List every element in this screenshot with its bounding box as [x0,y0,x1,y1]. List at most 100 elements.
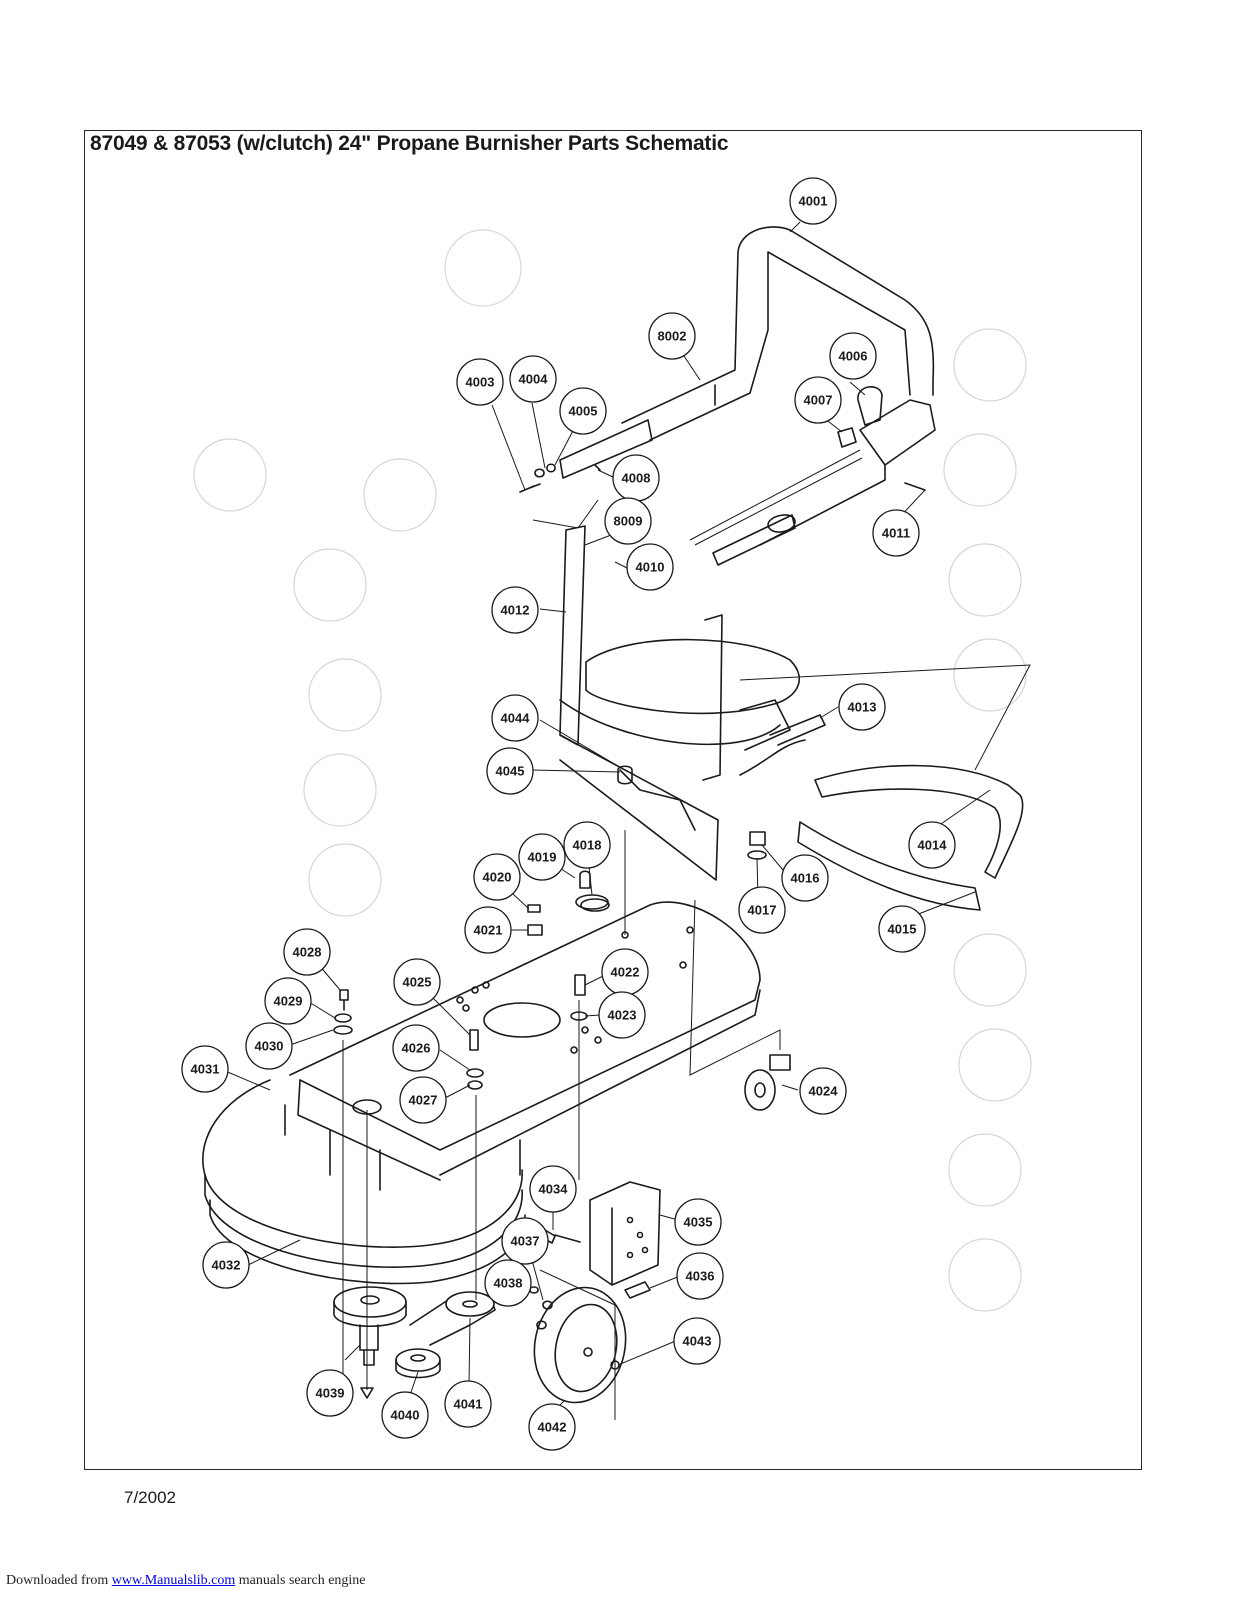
svg-text:4034: 4034 [539,1182,569,1197]
drive-components [333,1181,661,1420]
svg-text:8002: 8002 [658,329,687,344]
svg-text:4024: 4024 [809,1084,839,1099]
callout-4036: 4036 [676,1252,724,1300]
svg-text:4023: 4023 [608,1008,637,1023]
download-footer: Downloaded from www.Manualslib.com manua… [6,1573,366,1589]
callout-bubbles: 4001 8002 4003 4004 4005 4006 4007 4008 … [181,177,956,1451]
bumper-bands [797,764,1024,911]
callout-4010: 4010 [626,543,674,591]
callout-4016: 4016 [781,854,829,902]
callout-4015: 4015 [878,905,926,953]
svg-text:4043: 4043 [683,1334,712,1349]
callout-4013: 4013 [838,683,886,731]
callout-4039: 4039 [306,1369,354,1417]
page-title: 87049 & 87053 (w/clutch) 24" Propane Bur… [90,132,729,155]
svg-text:4040: 4040 [391,1408,420,1423]
svg-text:4039: 4039 [316,1386,345,1401]
svg-text:4030: 4030 [255,1039,284,1054]
callout-4023: 4023 [598,991,646,1039]
callout-4021: 4021 [464,906,512,954]
svg-text:4011: 4011 [882,526,910,541]
svg-text:4022: 4022 [611,965,640,980]
svg-text:4042: 4042 [538,1420,567,1435]
callout-4027: 4027 [399,1076,447,1124]
svg-text:4014: 4014 [918,838,948,853]
svg-text:4005: 4005 [569,404,598,419]
svg-text:4015: 4015 [888,922,917,937]
callout-4031: 4031 [181,1045,229,1093]
svg-text:4018: 4018 [573,838,602,853]
svg-text:4007: 4007 [804,393,833,408]
footer-suffix: manuals search engine [235,1573,366,1588]
svg-text:4019: 4019 [528,850,557,865]
callout-4028: 4028 [283,928,331,976]
svg-text:4025: 4025 [403,975,432,990]
callout-4029: 4029 [264,977,312,1025]
callout-8002: 8002 [648,312,696,360]
svg-text:4041: 4041 [454,1397,483,1412]
callout-4018: 4018 [563,821,611,869]
svg-text:8009: 8009 [614,514,643,529]
bleed-through [193,229,1032,1312]
callout-4026: 4026 [392,1024,440,1072]
svg-text:4016: 4016 [791,871,820,886]
callout-4024: 4024 [799,1067,847,1115]
callout-4003: 4003 [456,358,504,406]
svg-text:4001: 4001 [799,194,828,209]
callout-4044: 4044 [491,694,539,742]
svg-text:4029: 4029 [274,994,303,1009]
footer-prefix: Downloaded from [6,1573,112,1588]
svg-text:4045: 4045 [496,764,525,779]
callout-4037: 4037 [501,1217,549,1265]
callout-4025: 4025 [393,958,441,1006]
svg-text:4026: 4026 [402,1041,431,1056]
svg-text:4010: 4010 [636,560,665,575]
callout-4038: 4038 [484,1259,532,1307]
svg-text:4032: 4032 [212,1258,241,1273]
svg-text:4031: 4031 [191,1062,220,1077]
callout-4011: 4011 [872,509,920,557]
schematic-frame [84,130,1142,1470]
callout-4042: 4042 [528,1403,576,1451]
callout-4040: 4040 [381,1391,429,1439]
leader-lines [222,221,991,1411]
callout-8009: 8009 [604,497,652,545]
svg-text:4013: 4013 [848,700,877,715]
callout-4004: 4004 [509,355,557,403]
callout-4045: 4045 [486,747,534,795]
caster-wheel [689,899,791,1111]
callout-4007: 4007 [794,376,842,424]
svg-text:4017: 4017 [748,903,777,918]
callout-4020: 4020 [473,853,521,901]
callout-4022: 4022 [601,948,649,996]
handle-assembly [519,226,936,566]
callout-4017: 4017 [738,886,786,934]
callout-4001: 4001 [789,177,837,225]
svg-text:4027: 4027 [409,1093,438,1108]
tank-cradle [532,499,1031,881]
svg-text:4028: 4028 [293,945,322,960]
callout-4005: 4005 [559,387,607,435]
manualslib-link[interactable]: www.Manualslib.com [111,1573,236,1588]
svg-text:4038: 4038 [494,1276,523,1291]
svg-text:4012: 4012 [501,603,530,618]
callout-4035: 4035 [674,1198,722,1246]
callout-4032: 4032 [202,1241,250,1289]
svg-text:4021: 4021 [474,923,503,938]
revision-date: 7/2002 [124,1488,176,1507]
svg-text:4004: 4004 [519,372,549,387]
callout-4034: 4034 [529,1165,577,1213]
callout-4019: 4019 [518,833,566,881]
svg-text:4044: 4044 [501,711,531,726]
svg-text:4036: 4036 [686,1269,715,1284]
svg-text:4035: 4035 [684,1215,713,1230]
svg-text:4006: 4006 [839,349,868,364]
svg-text:4020: 4020 [483,870,512,885]
callout-4030: 4030 [245,1022,293,1070]
callout-4014: 4014 [908,821,956,869]
callout-4006: 4006 [829,332,877,380]
callout-4043: 4043 [673,1317,721,1365]
svg-text:4008: 4008 [622,471,651,486]
callout-4041: 4041 [444,1380,492,1428]
